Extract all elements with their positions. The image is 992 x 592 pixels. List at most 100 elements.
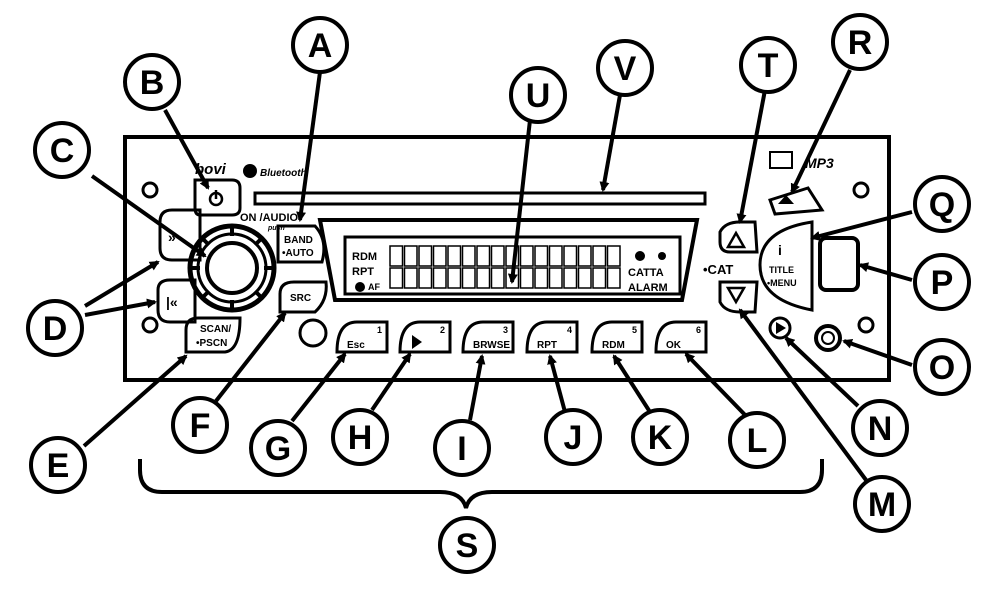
callout-letter: P [931,264,954,302]
band-label-top: BAND [284,235,313,246]
volume-knob[interactable] [187,223,277,313]
callout-circle [851,399,909,457]
preset-button-1[interactable] [335,320,389,354]
leader-u [507,119,532,284]
leader-r [790,69,852,194]
callout-u: U [509,66,567,124]
mounting-hole-bottom-left [141,316,159,334]
preset-label-6: OK [666,340,682,351]
up-arrow-icon [725,230,747,249]
preset-label-3: BRWSE [473,340,510,351]
callout-circle [26,299,84,357]
leader-n [784,336,860,408]
lcd-link-icon [355,282,365,292]
callout-d: D [26,299,84,357]
leader-c [90,174,207,258]
leader-t [736,89,767,224]
bluetooth-label: Bluetooth [260,168,307,179]
leader-q [810,210,913,241]
src-label: SRC [290,293,311,304]
aux-jack-inner [821,331,835,345]
lcd-segment [447,245,462,267]
title-menu-button[interactable] [758,220,814,312]
callout-circle [438,516,496,574]
callout-circle [853,475,911,533]
lcd-music-icon [635,251,645,261]
mp3-logo: MP3 [805,155,834,171]
src-button[interactable] [278,280,328,314]
aux-play-button[interactable] [768,316,792,340]
callout-circle [913,253,971,311]
title-label-bottom: •MENU [767,278,797,288]
leader-lines [82,69,913,509]
callout-circle [631,408,689,466]
callout-circle [433,419,491,477]
cd-slot [253,191,707,206]
lcd-bluetooth-icon [658,252,666,260]
callout-circle [831,13,889,71]
eject-button[interactable] [768,186,825,216]
lcd-segment [577,245,592,267]
callout-circle [291,16,349,74]
callout-r: R [831,13,889,71]
preset-bracket [138,459,824,509]
leader-h [370,352,412,412]
lcd-segment [490,245,505,267]
mic-hole [298,318,328,348]
callout-letter: B [140,64,165,102]
down-button[interactable] [718,280,759,314]
preset-label-1: Esc [347,340,365,351]
leader-d1 [83,260,160,308]
callout-l: L [728,411,786,469]
callout-circle [33,121,91,179]
leader-m [738,308,868,482]
callout-circle [29,436,87,494]
power-button[interactable] [193,178,242,217]
lcd-segment [432,267,447,289]
bluetooth-icon [243,164,257,178]
callout-s: S [438,516,496,574]
callout-letter: C [50,132,75,170]
scan-label-bottom: •PSCN [196,338,227,349]
usb-port-cover[interactable] [818,236,860,292]
preset-number-6: 6 [696,325,701,335]
scan-button[interactable] [184,316,242,354]
aux-jack [814,324,842,352]
preset-button-4[interactable] [525,320,579,354]
preset-number-5: 5 [632,325,637,335]
lcd-segment [548,267,563,289]
callout-g: G [249,419,307,477]
scan-label-top: SCAN/ [200,324,231,335]
lcd-segment [534,245,549,267]
lcd-segment [592,245,607,267]
lcd-segment [592,267,607,289]
lcd-rpt: RPT [352,266,374,278]
callout-k: K [631,408,689,466]
title-label-top: TITLE [769,265,794,275]
lcd-segment [534,267,549,289]
lcd-segment [389,245,404,267]
callout-circle [596,39,654,97]
preset-button-3[interactable] [461,320,515,354]
push-label: push [267,225,285,232]
preset-button-5[interactable] [590,320,644,354]
callout-a: A [291,16,349,74]
leader-f [214,311,287,403]
leader-d2 [84,298,157,317]
callout-letter: K [648,419,673,457]
lcd-segment [447,267,462,289]
brand-logo: bovi [195,161,227,178]
callout-letter: S [456,527,479,565]
callout-o: O [913,338,971,396]
lcd-segment [606,245,621,267]
preset-number-1: 1 [377,325,382,335]
up-button[interactable] [718,220,759,254]
leader-e [82,354,188,448]
lcd-segment [476,245,491,267]
lcd-segment [403,267,418,289]
lcd-af: AF [368,282,380,292]
preset-button-6[interactable] [654,320,708,354]
seek-back-button[interactable] [156,278,197,324]
callout-letter: D [43,310,68,348]
lcd-alarm: ALARM [628,282,668,294]
